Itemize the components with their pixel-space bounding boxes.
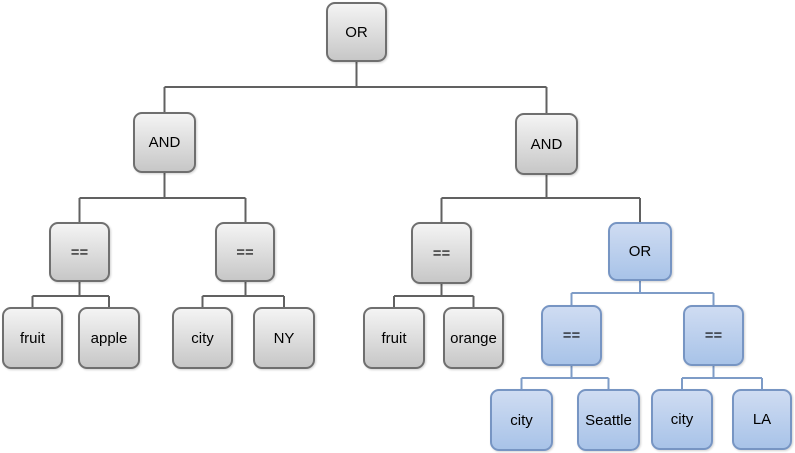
- node-leaf-seattle[interactable]: Seattle: [577, 389, 640, 451]
- node-eq-fruit-apple[interactable]: ==: [49, 222, 110, 282]
- node-leaf-city-3[interactable]: city: [651, 389, 713, 450]
- connector-orblue-to-eqs: [570, 281, 715, 305]
- node-root-or[interactable]: OR: [326, 2, 387, 62]
- node-eq-city-la[interactable]: ==: [683, 305, 744, 366]
- node-leaf-la[interactable]: LA: [732, 389, 792, 450]
- node-and-left[interactable]: AND: [133, 112, 196, 173]
- connector-eqblue2-to-leaves: [681, 366, 763, 389]
- connector-eq1-to-leaves: [31, 282, 110, 307]
- node-eq-fruit-orange[interactable]: ==: [411, 222, 472, 284]
- connector-andleft-to-eqs: [78, 173, 247, 222]
- node-leaf-ny[interactable]: NY: [253, 307, 315, 369]
- connector-eq3-to-leaves: [393, 284, 475, 307]
- connector-eqblue1-to-leaves: [520, 366, 610, 389]
- node-eq-city-ny[interactable]: ==: [215, 222, 275, 282]
- node-leaf-city-2[interactable]: city: [490, 389, 553, 451]
- connector-eq2-to-leaves: [201, 282, 285, 307]
- node-leaf-city-1[interactable]: city: [172, 307, 233, 369]
- node-leaf-fruit-2[interactable]: fruit: [363, 307, 425, 369]
- node-or-blue[interactable]: OR: [608, 222, 672, 281]
- node-eq-city-seattle[interactable]: ==: [541, 305, 602, 366]
- node-leaf-apple[interactable]: apple: [78, 307, 140, 369]
- node-leaf-fruit-1[interactable]: fruit: [2, 307, 63, 369]
- connector-andright-to-children: [440, 175, 641, 222]
- connector-root-to-ands: [163, 62, 548, 113]
- node-and-right[interactable]: AND: [515, 113, 578, 175]
- node-leaf-orange[interactable]: orange: [443, 307, 504, 369]
